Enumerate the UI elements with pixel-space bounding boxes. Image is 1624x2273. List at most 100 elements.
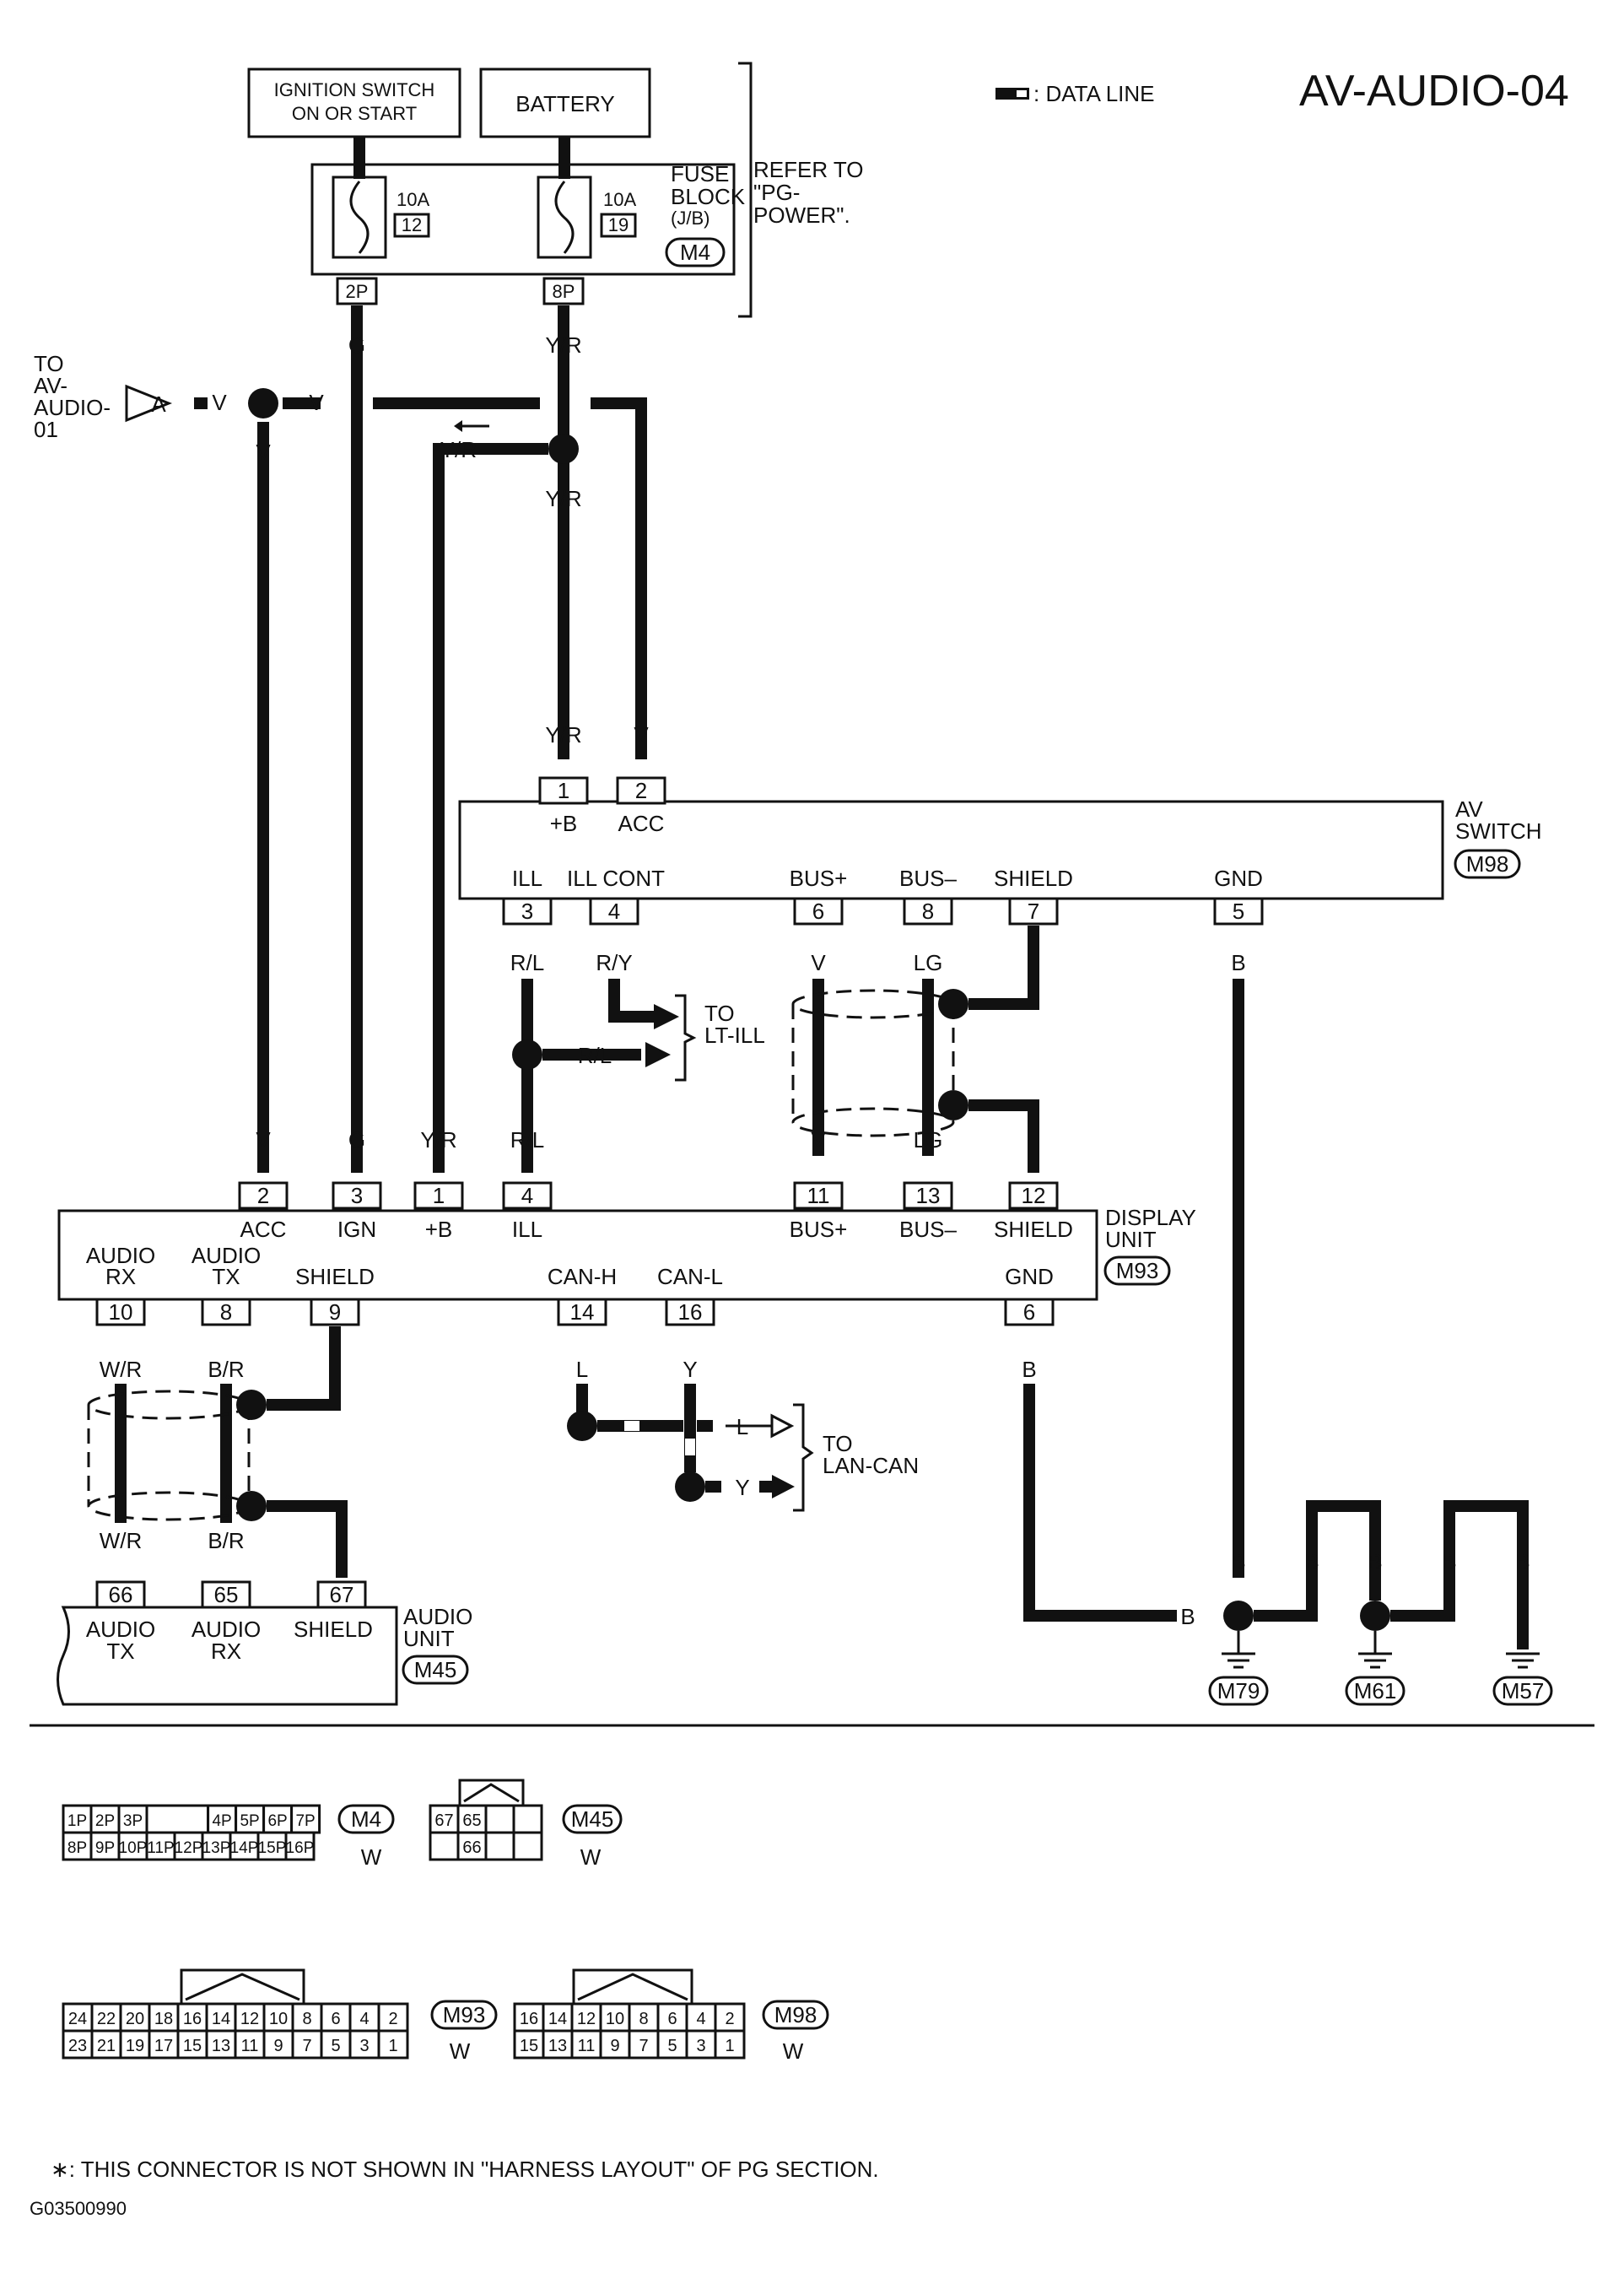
svg-text:TX: TX <box>106 1639 134 1664</box>
connector-cavity <box>599 2029 631 2060</box>
svg-text:B/R: B/R <box>208 1528 244 1553</box>
connector-pin-label: 1 <box>388 2037 397 2055</box>
svg-text:TO: TO <box>34 351 64 376</box>
svg-text:BLOCK: BLOCK <box>671 184 746 209</box>
diagram-code: G03500990 <box>30 2198 127 2219</box>
connector-cavity <box>685 2029 717 2060</box>
svg-text:M98: M98 <box>1466 851 1509 877</box>
svg-text:M45: M45 <box>414 1657 457 1682</box>
svg-text:BUS–: BUS– <box>899 1217 957 1242</box>
svg-text:3: 3 <box>351 1183 363 1208</box>
svg-text:SWITCH: SWITCH <box>1455 818 1542 844</box>
connector-pin-label: 3P <box>123 1812 143 1830</box>
connector-pin-label: 15 <box>520 2037 538 2055</box>
connector-pin-label: 21 <box>97 2037 116 2055</box>
connector-cavity <box>173 1831 204 1861</box>
wire-yr-display <box>433 443 548 1173</box>
svg-text:R/Y: R/Y <box>596 950 632 975</box>
svg-text:11: 11 <box>807 1183 830 1208</box>
svg-text:RX: RX <box>211 1639 241 1664</box>
svg-text:2: 2 <box>257 1183 269 1208</box>
svg-text:Y/R: Y/R <box>420 1127 456 1153</box>
svg-text:12: 12 <box>1022 1183 1046 1208</box>
svg-text:ILL: ILL <box>512 1217 542 1242</box>
svg-text:B: B <box>1022 1357 1036 1382</box>
svg-text:LT-ILL: LT-ILL <box>704 1023 765 1048</box>
svg-text:Y/R: Y/R <box>545 486 581 511</box>
connector-cavity <box>256 1831 288 1861</box>
audio-unit: 66 65 67 AUDIO TX AUDIO RX SHIELD <box>57 1580 398 1706</box>
connector-cavity <box>290 1804 321 1834</box>
display-unit: 2 3 1 4 11 13 12 ACC IGN +B ILL BUS+ BUS… <box>57 1181 1098 1326</box>
svg-text:1: 1 <box>558 778 569 803</box>
svg-text:SHIELD: SHIELD <box>294 1617 373 1642</box>
connector-pin-label: 12 <box>577 2010 596 2028</box>
svg-text:GND: GND <box>1214 866 1263 891</box>
svg-text:14: 14 <box>570 1299 595 1325</box>
connector-cavity <box>117 1831 148 1861</box>
connector-pin-label: 2 <box>725 2010 734 2028</box>
svg-text:IGN: IGN <box>337 1217 376 1242</box>
svg-text:67: 67 <box>330 1582 354 1607</box>
svg-text:12: 12 <box>402 214 422 235</box>
connector-pin-label: 13 <box>212 2037 230 2055</box>
svg-text:5: 5 <box>1233 899 1244 924</box>
svg-text:W: W <box>580 1844 602 1870</box>
connector-pin-label: 1 <box>725 2037 734 2055</box>
svg-text:M4: M4 <box>351 1806 381 1832</box>
svg-text:M93: M93 <box>1116 1258 1159 1283</box>
svg-text:V: V <box>634 722 649 748</box>
connector-pin-label: 6 <box>667 2010 677 2028</box>
svg-text:Y/R: Y/R <box>545 332 581 358</box>
fuse-block: 10A 12 10A 19 2P 8P FUSE BLOCK (J/B) M4 <box>310 161 746 305</box>
svg-text:66: 66 <box>109 1582 133 1607</box>
svg-text:B: B <box>1515 1549 1530 1574</box>
svg-text:POWER".: POWER". <box>753 202 850 228</box>
connector-cavity <box>89 1831 121 1861</box>
connector-pin-label: 15P <box>258 1839 287 1857</box>
connector-cavity <box>484 1831 515 1861</box>
ground-symbol-m79: M79 <box>1208 1652 1269 1706</box>
svg-text:Y/R: Y/R <box>545 722 581 748</box>
svg-text:6: 6 <box>812 899 824 924</box>
svg-text:10: 10 <box>109 1299 133 1325</box>
svg-text:SHIELD: SHIELD <box>994 866 1073 891</box>
svg-text:BUS–: BUS– <box>899 866 957 891</box>
connector-cavity <box>284 1831 316 1861</box>
connector-pin-label: 7P <box>295 1812 315 1830</box>
svg-text:Y: Y <box>683 1357 697 1382</box>
svg-text:AUDIO-: AUDIO- <box>34 395 111 420</box>
svg-text:M61: M61 <box>1354 1678 1397 1703</box>
svg-text:01: 01 <box>34 417 58 442</box>
svg-text:A: A <box>151 391 166 417</box>
svg-text:TO: TO <box>823 1431 853 1456</box>
svg-text:DISPLAY: DISPLAY <box>1105 1205 1196 1230</box>
svg-text:R/L: R/L <box>578 1043 612 1068</box>
svg-text:"PG-: "PG- <box>753 180 800 205</box>
svg-text:TO: TO <box>704 1001 735 1026</box>
connector-pin-label: 17 <box>154 2037 173 2055</box>
connector-pin-label: 7 <box>302 2037 311 2055</box>
connector-cavity <box>62 2029 94 2060</box>
svg-text:GND: GND <box>1005 1264 1054 1289</box>
connector-cavity <box>205 2029 237 2060</box>
svg-text:CAN-L: CAN-L <box>657 1264 723 1289</box>
svg-text:L: L <box>736 1414 748 1439</box>
connector-pin-label: 15 <box>183 2037 202 2055</box>
svg-text:AUDIO: AUDIO <box>192 1617 261 1642</box>
svg-text:13: 13 <box>916 1183 941 1208</box>
connector-cavity <box>201 1831 232 1861</box>
svg-text:B: B <box>1231 1549 1245 1574</box>
connector-pin-label: 6P <box>267 1812 287 1830</box>
data-line-legend: : DATA LINE <box>1033 81 1155 106</box>
connector-cavity <box>484 1804 515 1834</box>
wire-b-display-gnd <box>1023 1384 1177 1622</box>
svg-text:W: W <box>783 2038 804 2064</box>
svg-text:R/L: R/L <box>510 1127 544 1153</box>
connector-cavity <box>714 2029 746 2060</box>
svg-text:AUDIO: AUDIO <box>403 1604 472 1629</box>
svg-text:M45: M45 <box>571 1806 614 1832</box>
svg-text:B/R: B/R <box>208 1357 244 1382</box>
connector-pin-label: 19 <box>126 2037 144 2055</box>
connector-pin-label: 11P <box>147 1839 174 1857</box>
